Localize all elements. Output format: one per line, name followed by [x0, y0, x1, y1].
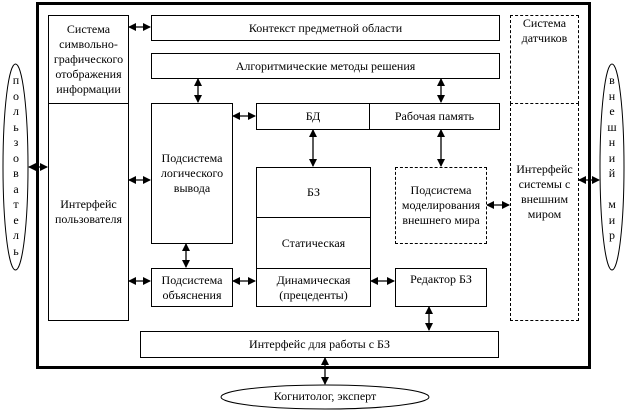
kb-static-label: Статическая	[281, 235, 346, 250]
expert-label: Когнитолог, эксперт	[273, 389, 377, 403]
inference-box: Подсистема логического вывода	[151, 103, 233, 244]
kb-label: БЗ	[307, 185, 320, 199]
working-memory-box: Рабочая память	[369, 103, 500, 130]
algorithms-label: Алгоритмические методы решения	[235, 58, 416, 73]
vertical-letter: в	[609, 73, 615, 87]
kb-dynamic-label: Динамическая (прецеденты)	[276, 272, 351, 302]
vertical-letter: а	[13, 181, 19, 196]
sensors-box: Система датчиков	[510, 15, 579, 104]
inference-label: Подсистема логического вывода	[160, 151, 224, 195]
vertical-letter: з	[13, 135, 19, 149]
vertical-letter: м	[608, 197, 616, 211]
vertical-letter: н	[608, 135, 616, 149]
vertical-letter: о	[13, 88, 19, 103]
vertical-letter: р	[609, 228, 615, 242]
vertical-letter	[611, 182, 614, 198]
display-system-label: Система символьно-графического отображен…	[53, 22, 124, 96]
kb-static-box: Статическая	[256, 217, 371, 269]
world-interface-box: Интерфейс системы с внешним миром	[510, 103, 579, 321]
vertical-letter: е	[609, 104, 615, 118]
kb-interface-label: Интерфейс для работы с БЗ	[249, 337, 390, 351]
world-ellipse	[599, 63, 625, 271]
context-box: Контекст предметной области	[151, 15, 500, 41]
vertical-letter: о	[13, 150, 19, 165]
vertical-letter: е	[13, 212, 19, 227]
vertical-letter: л	[13, 104, 19, 118]
modeling-label: Подсистема моделирования внешнего мира	[401, 183, 481, 227]
explanation-box: Подсистема объяснения	[151, 268, 233, 307]
vertical-letter: и	[608, 150, 616, 165]
display-system-box: Система символьно-графического отображен…	[48, 15, 129, 104]
working-memory-label: Рабочая память	[394, 109, 475, 123]
vertical-letter: л	[13, 228, 19, 242]
algorithms-box: Алгоритмические методы решения	[151, 53, 500, 79]
db-label: БД	[305, 109, 321, 123]
db-box: БД	[256, 103, 370, 130]
vertical-letter: н	[608, 88, 616, 103]
vertical-letter: т	[13, 197, 19, 211]
kb-interface-box: Интерфейс для работы с БЗ	[140, 331, 499, 358]
explanation-label: Подсистема объяснения	[161, 272, 223, 302]
vertical-letter: и	[608, 212, 616, 227]
kb-box: БЗ	[256, 167, 371, 218]
vertical-letter: в	[13, 166, 19, 180]
vertical-letter: ь	[13, 243, 19, 258]
world-interface-label: Интерфейс системы с внешним миром	[516, 162, 573, 221]
sensors-label: Система датчиков	[521, 16, 568, 45]
kb-editor-label: Редактор БЗ	[410, 272, 472, 286]
vertical-letter: ш	[607, 119, 617, 134]
context-label: Контекст предметной области	[248, 20, 403, 35]
kb-editor-box: Редактор БЗ	[395, 268, 487, 307]
kb-dynamic-box: Динамическая (прецеденты)	[256, 268, 371, 307]
user-interface-box: Интерфейс пользователя	[48, 103, 129, 321]
vertical-letter: ь	[13, 119, 19, 134]
vertical-letter: п	[12, 73, 20, 87]
modeling-box: Подсистема моделирования внешнего мира	[395, 167, 487, 244]
vertical-letter: й	[608, 166, 616, 180]
expert-system-frame	[36, 2, 591, 369]
expert-ellipse	[220, 384, 430, 410]
user-interface-label: Интерфейс пользователя	[55, 197, 122, 226]
